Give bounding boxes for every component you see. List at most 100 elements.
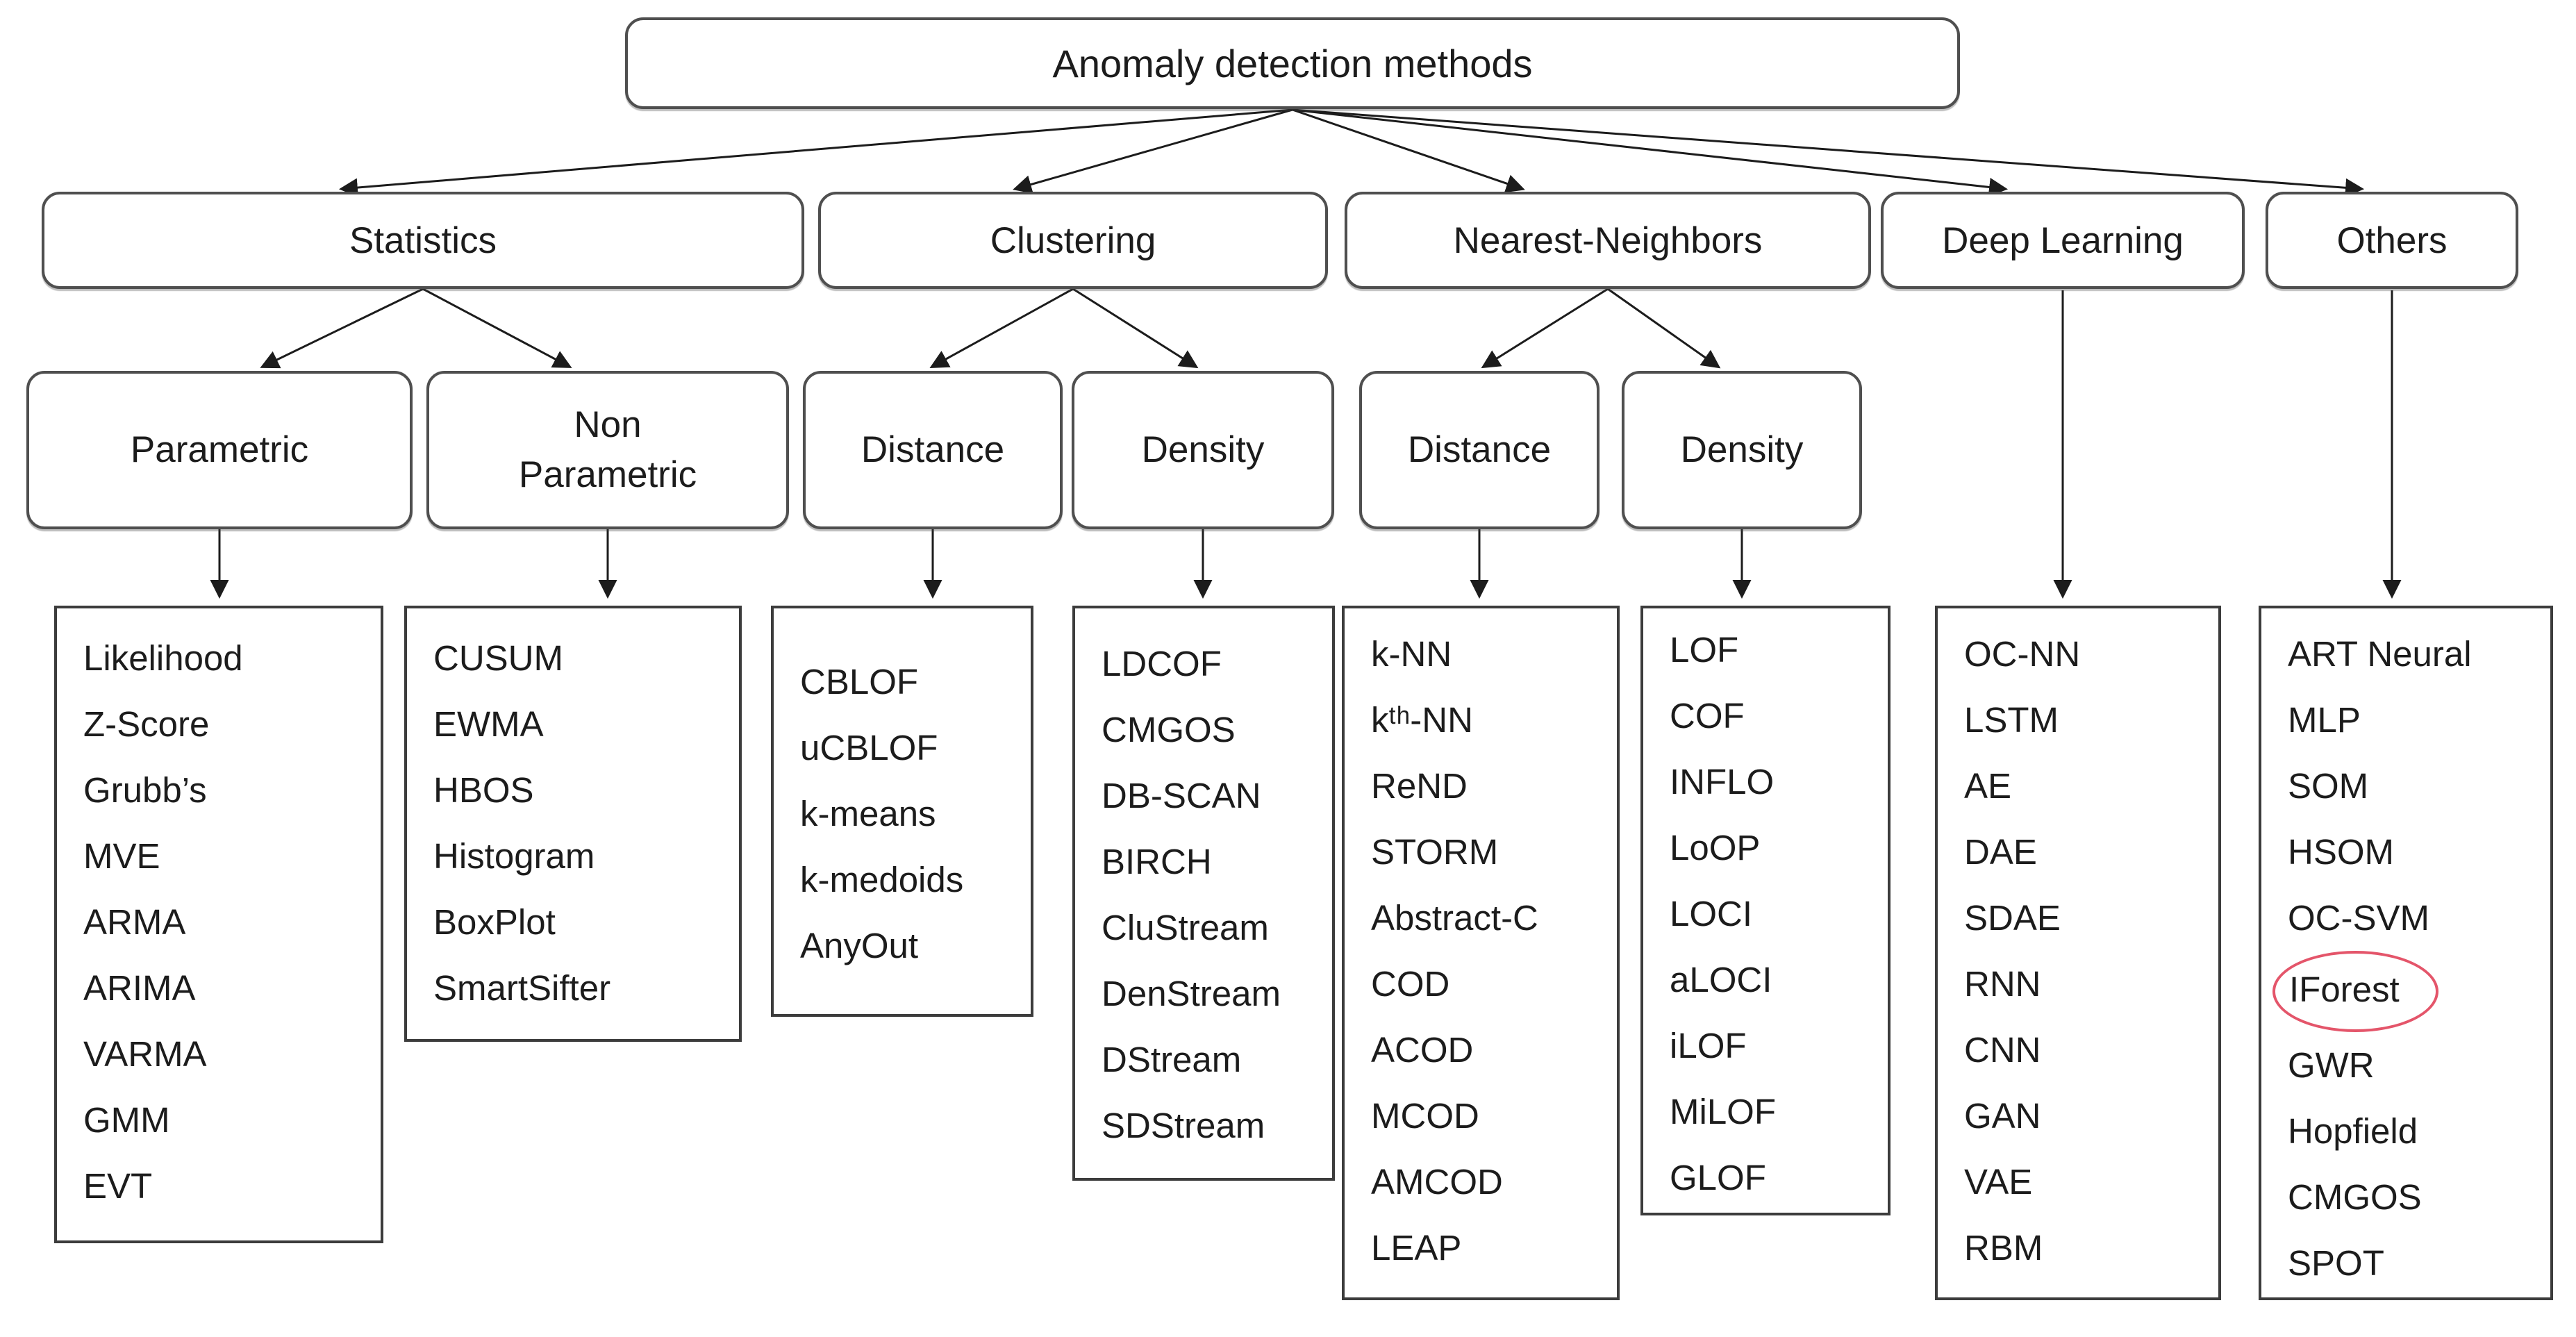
subcategory-clustering-density: Density <box>1072 371 1334 529</box>
method-item: HBOS <box>433 770 534 810</box>
method-item: LOF <box>1670 630 1739 670</box>
method-item: HSOM <box>2288 832 2394 872</box>
method-item: CMGOS <box>1102 710 1236 749</box>
method-item: MVE <box>83 836 160 876</box>
method-item: MLP <box>2288 700 2361 740</box>
connector-root-clustering <box>1013 108 1293 194</box>
method-item: MCOD <box>1371 1096 1479 1136</box>
subcategory-label: Density <box>1680 429 1804 471</box>
connector-statistics-parametric <box>260 288 424 369</box>
method-item: EWMA <box>433 704 544 744</box>
method-item: CluStream <box>1102 908 1269 947</box>
category-label: Statistics <box>349 219 497 261</box>
method-item: RBM <box>1964 1228 2043 1268</box>
method-item: CUSUM <box>433 638 563 678</box>
connector-clustering-distance <box>929 288 1074 368</box>
connector-nn-distance <box>1481 288 1609 369</box>
category-clustering: Clustering <box>818 192 1328 289</box>
method-item: BIRCH <box>1102 842 1212 881</box>
method-item: LoOP <box>1670 828 1761 867</box>
method-item: AMCOD <box>1371 1162 1503 1202</box>
subcategory-label: Non Parametric <box>518 404 697 495</box>
subcategory-parametric: Parametric <box>26 371 413 529</box>
method-item: DenStream <box>1102 974 1281 1013</box>
category-label: Nearest-Neighbors <box>1453 219 1763 261</box>
method-item: ReND <box>1371 766 1468 806</box>
method-item: OC-SVM <box>2288 898 2429 938</box>
method-item: MiLOF <box>1670 1092 1776 1131</box>
method-item: INFLO <box>1670 762 1775 802</box>
subcategory-label: Parametric <box>130 429 309 471</box>
connector-statistics-nonparametric <box>422 288 572 368</box>
root-node: Anomaly detection methods <box>625 17 1960 109</box>
method-item: STORM <box>1371 832 1499 872</box>
subcategory-non-parametric: Non Parametric <box>426 371 789 529</box>
category-statistics: Statistics <box>42 192 804 289</box>
method-item: SDAE <box>1964 898 2061 938</box>
method-item: COD <box>1371 964 1450 1004</box>
method-item: SmartSifter <box>433 968 611 1008</box>
method-item: GLOF <box>1670 1158 1766 1197</box>
method-item: VARMA <box>83 1034 207 1074</box>
method-item: CNN <box>1964 1030 2041 1070</box>
method-item: LDCOF <box>1102 644 1222 683</box>
method-item: DAE <box>1964 832 2037 872</box>
subcategory-label: Density <box>1141 429 1265 471</box>
method-item: Abstract-C <box>1371 898 1538 938</box>
method-item: ARIMA <box>83 968 196 1008</box>
category-label: Others <box>2336 219 2448 261</box>
method-item: SDStream <box>1102 1106 1265 1145</box>
method-item: EVT <box>83 1166 153 1206</box>
category-nearest-neighbors: Nearest-Neighbors <box>1345 192 1871 289</box>
subcategory-label: Distance <box>861 429 1005 471</box>
root-label: Anomaly detection methods <box>1052 41 1533 85</box>
method-item: ART Neural <box>2288 634 2472 674</box>
connector-root-statistics <box>338 108 1293 197</box>
method-item: AnyOut <box>800 926 919 965</box>
method-item: Likelihood <box>83 638 243 678</box>
method-item: COF <box>1670 696 1745 736</box>
method-item: Histogram <box>433 836 595 876</box>
method-item: GWR <box>2288 1045 2375 1085</box>
method-item: CBLOF <box>800 662 919 701</box>
subcategory-label: Distance <box>1407 429 1552 471</box>
method-item: CMGOS <box>2288 1177 2422 1217</box>
method-item: BoxPlot <box>433 902 556 942</box>
method-item: LSTM <box>1964 700 2059 740</box>
method-item: AE <box>1964 766 2012 806</box>
method-item: DB-SCAN <box>1102 776 1261 815</box>
subcategory-nn-density: Density <box>1622 371 1862 529</box>
method-item: GAN <box>1964 1096 2041 1136</box>
method-item: k-NN <box>1371 634 1452 674</box>
category-label: Clustering <box>990 219 1156 261</box>
subcategory-nn-distance: Distance <box>1359 371 1599 529</box>
method-item: LEAP <box>1371 1228 1462 1268</box>
method-item: RNN <box>1964 964 2041 1004</box>
method-item: uCBLOF <box>800 728 938 767</box>
method-item: Hopfield <box>2288 1111 2418 1151</box>
method-item: Grubb’s <box>83 770 207 810</box>
method-item: ARMA <box>83 902 186 942</box>
method-item: SPOT <box>2288 1243 2384 1283</box>
method-item: Z-Score <box>83 704 210 744</box>
category-deep-learning: Deep Learning <box>1881 192 2245 289</box>
method-item: DStream <box>1102 1040 1242 1079</box>
method-item: LOCI <box>1670 894 1753 933</box>
subcategory-clustering-distance: Distance <box>803 371 1063 529</box>
category-others: Others <box>2266 192 2518 289</box>
connector-root-others <box>1292 108 2365 197</box>
method-item: VAE <box>1964 1162 2033 1202</box>
method-item: iLOF <box>1670 1026 1747 1065</box>
method-item: IForest <box>2261 951 2550 1032</box>
category-label: Deep Learning <box>1942 219 2184 261</box>
